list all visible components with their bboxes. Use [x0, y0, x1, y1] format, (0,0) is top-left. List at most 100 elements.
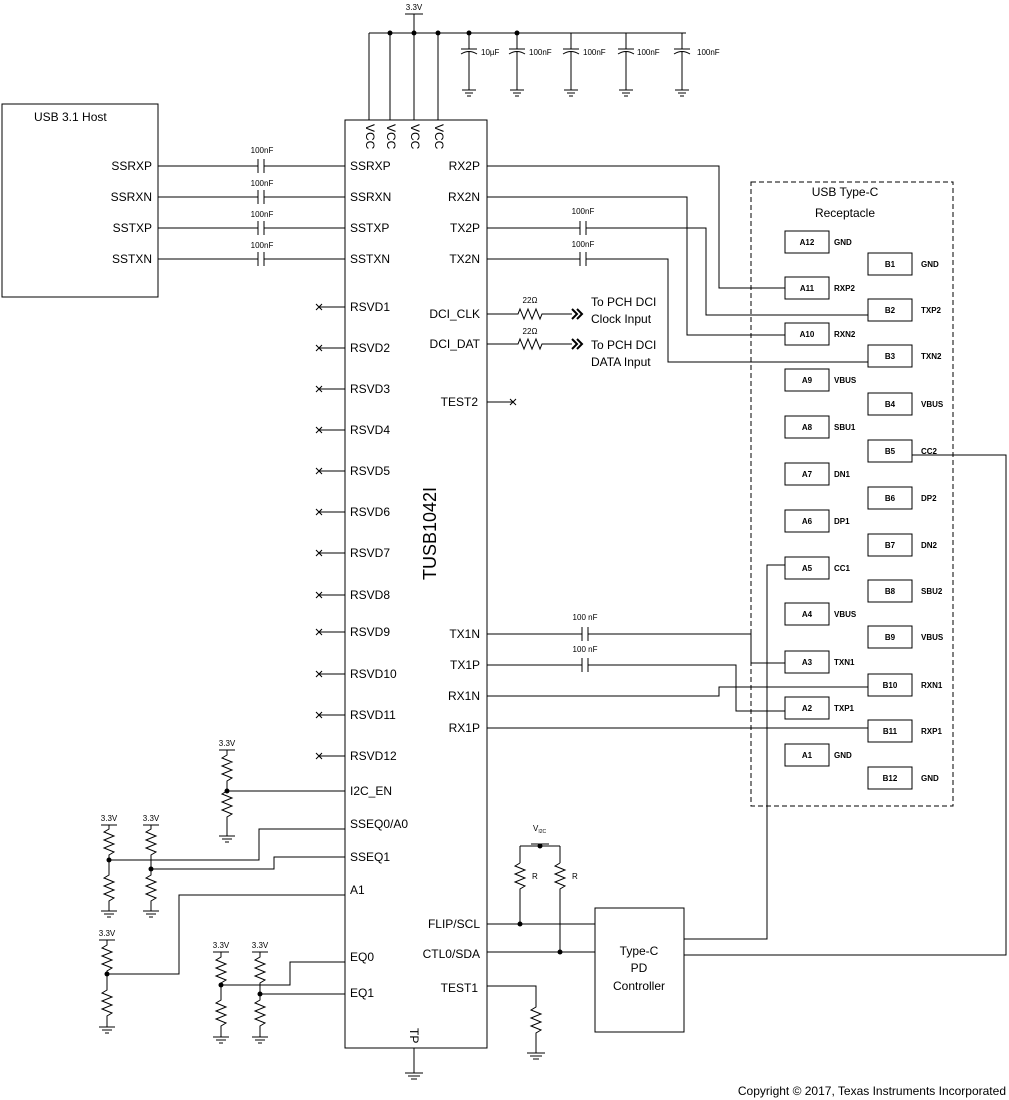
receptacle-title-2: Receptacle — [815, 206, 875, 220]
pin-b3: B3 — [885, 352, 896, 361]
pin-flip-scl: FLIP/SCL — [428, 917, 480, 931]
copyright-notice: Copyright © 2017, Texas Instruments Inco… — [738, 1084, 1006, 1098]
pin-test1: TEST1 — [441, 981, 479, 995]
pullup-r1: R — [532, 872, 538, 881]
pin-a2: A2 — [802, 704, 813, 713]
pin-rsvd4: RSVD4 — [350, 423, 390, 437]
pin-b6: B6 — [885, 494, 896, 503]
strap-network: 3.3V 3.3V 3.3V 3.3V 3.3V 3.3V — [99, 739, 345, 1044]
pin-b10: B10 — [883, 681, 898, 690]
pullup-r2: R — [572, 872, 578, 881]
sig-a9: VBUS — [834, 376, 857, 385]
pin-b12: B12 — [883, 774, 898, 783]
pin-a7: A7 — [802, 470, 813, 479]
sseq1-supply: 3.3V — [143, 814, 160, 823]
sig-b5: CC2 — [921, 447, 938, 456]
sig-b3: TXN2 — [921, 352, 942, 361]
receptacle-links: 100nF 100nF 100 nF 100 nF — [487, 165, 1007, 956]
pin-rx1n: RX1N — [448, 689, 480, 703]
rsvd-pins: RSVD1 RSVD2 RSVD3 RSVD4 RSVD5 RSVD6 RSVD… — [315, 300, 397, 763]
sig-b1: GND — [921, 260, 939, 269]
pin-tx1p: TX1P — [450, 658, 480, 672]
usb-type-c-receptacle: USB Type-C Receptacle A12 A11 A10 A9 A8 … — [750, 181, 954, 807]
vi2c-sub: I2C — [538, 829, 546, 835]
dci-clk-target-2: Clock Input — [591, 312, 652, 326]
sig-b8: SBU2 — [921, 587, 943, 596]
sig-a4: VBUS — [834, 610, 857, 619]
pd-label-1: Type-C — [620, 944, 659, 958]
tx1n-cap: 100 nF — [573, 613, 598, 622]
sig-b4: VBUS — [921, 400, 944, 409]
pin-tx2n: TX2N — [449, 252, 480, 266]
pin-rx2n: RX2N — [448, 190, 480, 204]
vcc-pin-2: VCC — [384, 124, 398, 150]
sig-a8: SBU1 — [834, 423, 856, 432]
dci-dat-target-2: DATA Input — [591, 355, 651, 369]
tusb1042i-chip: VCC VCC VCC VCC TUSB1042I SSRXP SSRXN SS… — [315, 119, 488, 1049]
vi2c-label: VI2C — [533, 824, 547, 835]
pin-sseq1: SSEQ1 — [350, 850, 390, 864]
sig-b9: VBUS — [921, 633, 944, 642]
pin-sstxp: SSTXP — [350, 221, 389, 235]
pin-rsvd5: RSVD5 — [350, 464, 390, 478]
pin-ssrxn: SSRXN — [350, 190, 391, 204]
pin-tx1n: TX1N — [449, 627, 480, 641]
cap-100nf-1: 100nF — [529, 48, 552, 57]
sig-a2: TXP1 — [834, 704, 855, 713]
dci-res-1: 22Ω — [523, 296, 538, 305]
pin-ssrxp: SSRXP — [350, 159, 391, 173]
sig-a12: GND — [834, 238, 852, 247]
sig-b2: TXP2 — [921, 306, 942, 315]
cap-100nf-3: 100nF — [637, 48, 660, 57]
pin-a8: A8 — [802, 423, 813, 432]
receptacle-a-pins: A12 A11 A10 A9 A8 A7 A6 A5 A4 A3 A2 A1 G… — [784, 230, 857, 767]
sig-a5: CC1 — [834, 564, 851, 573]
pd-label-2: PD — [631, 961, 648, 975]
supply-label: 3.3V — [406, 3, 423, 12]
pin-rsvd7: RSVD7 — [350, 546, 390, 560]
pin-rsvd9: RSVD9 — [350, 625, 390, 639]
tx2n-cap: 100nF — [572, 240, 595, 249]
pin-b8: B8 — [885, 587, 896, 596]
cap-100nf-4: 100nF — [697, 48, 720, 57]
vcc-pin-3: VCC — [408, 124, 422, 150]
eq0-supply: 3.3V — [213, 941, 230, 950]
tx2p-cap: 100nF — [572, 207, 595, 216]
sig-b7: DN2 — [921, 541, 938, 550]
host-cap-2: 100nF — [251, 179, 274, 188]
pin-eq1: EQ1 — [350, 986, 374, 1000]
pin-sstxn: SSTXN — [350, 252, 390, 266]
pin-b5: B5 — [885, 447, 896, 456]
dci-res-2: 22Ω — [523, 327, 538, 336]
pin-i2c-en: I2C_EN — [350, 784, 392, 798]
pin-a11: A11 — [800, 284, 815, 293]
sig-b6: DP2 — [921, 494, 937, 503]
pin-rsvd3: RSVD3 — [350, 382, 390, 396]
host-pin-sstxn: SSTXN — [112, 252, 152, 266]
dci-dat-target-1: To PCH DCI — [591, 338, 656, 352]
pin-dci-dat: DCI_DAT — [430, 337, 481, 351]
cap-100nf-2: 100nF — [583, 48, 606, 57]
pin-a9: A9 — [802, 376, 813, 385]
pin-b11: B11 — [883, 727, 898, 736]
pin-rsvd6: RSVD6 — [350, 505, 390, 519]
vi2c-main: V — [533, 824, 539, 833]
pin-dci-clk: DCI_CLK — [429, 307, 480, 321]
eq1-supply: 3.3V — [252, 941, 269, 950]
tx1p-cap: 100 nF — [573, 645, 598, 654]
receptacle-b-pins: B1 B2 B3 B4 B5 B6 B7 B8 B9 B10 B11 B12 G… — [867, 252, 944, 790]
sig-b12: GND — [921, 774, 939, 783]
pin-rsvd8: RSVD8 — [350, 588, 390, 602]
host-pin-sstxp: SSTXP — [113, 221, 152, 235]
pin-rsvd2: RSVD2 — [350, 341, 390, 355]
host-cap-4: 100nF — [251, 241, 274, 250]
pin-b1: B1 — [885, 260, 896, 269]
dci-clk-target-1: To PCH DCI — [591, 295, 656, 309]
supply-block: 3.3V 10µF 100nF 100nF 100nF 100nF — [368, 3, 720, 120]
decoupling-caps: 10µF 100nF 100nF 100nF 100nF — [460, 33, 720, 97]
pin-tx2p: TX2P — [450, 221, 480, 235]
sseq0-supply: 3.3V — [101, 814, 118, 823]
pin-b2: B2 — [885, 306, 896, 315]
